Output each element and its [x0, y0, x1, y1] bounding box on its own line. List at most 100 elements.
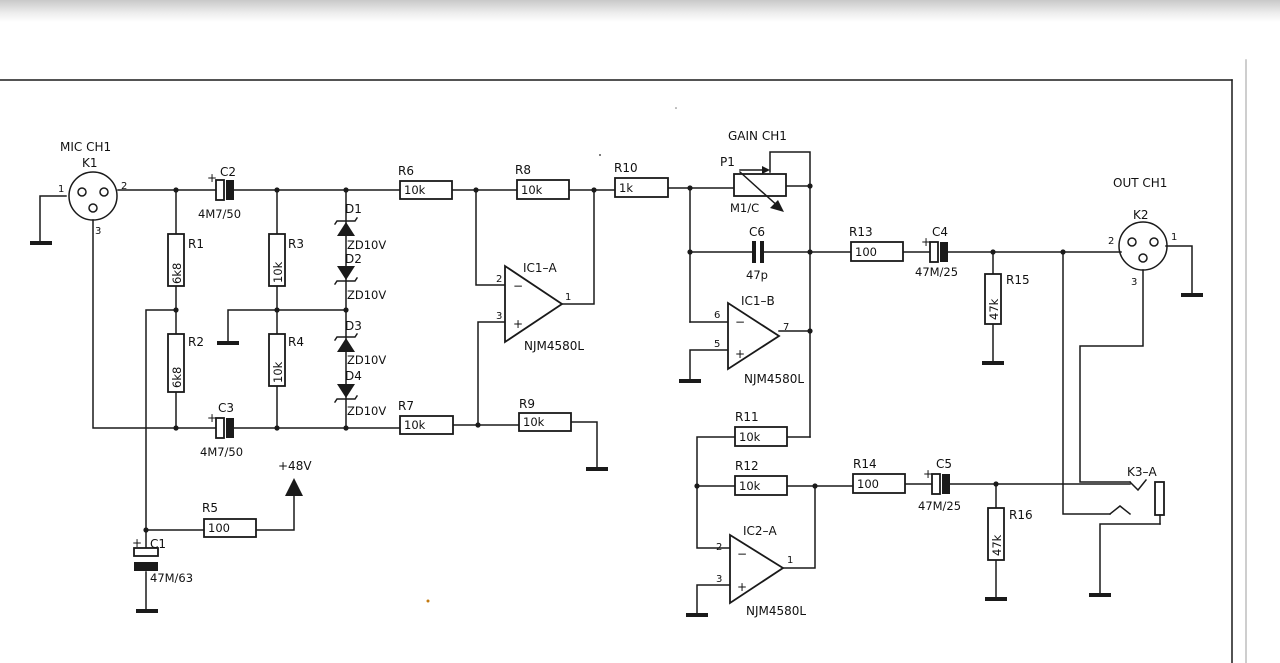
ic1a-plus: +	[513, 317, 523, 331]
d3-value: ZD10V	[347, 353, 386, 367]
ic1b-plus: +	[735, 347, 745, 361]
ic1b-pin-out: 7	[783, 322, 789, 333]
resistor-r16: 47k R16	[987, 507, 1033, 561]
ic2a-minus: −	[737, 547, 747, 561]
k1-pin2: 2	[121, 181, 127, 192]
k2-xlr-output-connector: OUT CH1 K2 2 1 3	[1108, 176, 1177, 288]
ground-icon	[985, 597, 1007, 601]
resistor-r7: 10k R7	[398, 399, 454, 435]
op-amp-icon	[504, 264, 564, 344]
capacitors: + C2 4M7/50 + C3 4M7/50 + C4 47M/25 + C5…	[132, 165, 961, 585]
d2-ref: D2	[345, 252, 362, 266]
ground-symbols	[30, 241, 1203, 617]
zener-diodes: D1 ZD10V D2 ZD10V D3 ZD10V D4 ZD10V	[333, 202, 386, 418]
r7-value: 10k	[404, 418, 426, 432]
capacitor-c3: + C3 4M7/50	[200, 401, 243, 459]
resistor-r15: 47k R15	[984, 273, 1030, 325]
r4-ref: R4	[288, 335, 304, 349]
ic2a-ref: IC2–A	[743, 524, 778, 538]
zener-d4: D4 ZD10V	[333, 369, 386, 418]
r2-ref: R2	[188, 335, 204, 349]
ground-icon	[217, 341, 239, 345]
k1-pin1: 1	[58, 184, 64, 195]
potentiometer-p1: GAIN CH1 P1 M1/C	[720, 129, 787, 215]
zener-diode-icon	[337, 222, 355, 236]
r14-value: 100	[857, 477, 879, 491]
k1-title: MIC CH1	[60, 140, 111, 154]
op-amp-icon	[729, 533, 785, 605]
c4-value: 47M/25	[915, 265, 958, 279]
r11-value: 10k	[739, 430, 761, 444]
wiper-arrow-icon	[770, 200, 784, 212]
r6-ref: R6	[398, 164, 414, 178]
zener-diode-icon	[337, 338, 355, 352]
c2-ref: C2	[220, 165, 236, 179]
scan-specks	[426, 107, 677, 603]
ic1a-part: NJM4580L	[524, 339, 584, 353]
r9-ref: R9	[519, 397, 535, 411]
r15-ref: R15	[1006, 273, 1030, 287]
c3-ref: C3	[218, 401, 234, 415]
k2-pin1: 1	[1171, 232, 1177, 243]
op-amp-ic1a: − + IC1–A NJM4580L 2 3 1	[496, 261, 584, 353]
ic1b-pin-noninv: 5	[714, 339, 720, 350]
ground-icon	[686, 613, 708, 617]
resistor-r6: 10k R6	[398, 164, 453, 200]
r8-value: 10k	[521, 183, 543, 197]
c4-plus: +	[921, 235, 931, 249]
c4-ref: C4	[932, 225, 948, 239]
c1-value: 47M/63	[150, 571, 193, 585]
p1-ref: P1	[720, 155, 735, 169]
resistor-r1: 6k8 R1	[167, 233, 204, 287]
ground-icon	[1089, 593, 1111, 597]
k3-ref: K3–A	[1127, 465, 1158, 479]
ic1a-minus: −	[513, 279, 523, 293]
c5-plus: +	[923, 467, 933, 481]
wires	[39, 151, 1193, 615]
xlr-connector-icon	[1118, 221, 1168, 271]
c3-plus: +	[207, 411, 217, 425]
ic1b-minus: −	[735, 315, 745, 329]
r16-ref: R16	[1009, 508, 1033, 522]
k1-ref: K1	[82, 156, 98, 170]
r1-value: 6k8	[170, 263, 184, 284]
p1-value: M1/C	[730, 201, 759, 215]
zener-d1: D1 ZD10V	[333, 202, 386, 252]
resistor-r10: 1k R10	[614, 161, 669, 198]
zener-diode-icon	[337, 266, 355, 280]
zener-diode-icon	[337, 384, 355, 398]
r4-value: 10k	[271, 361, 285, 383]
r5-ref: R5	[202, 501, 218, 515]
resistor-r11: 10k R11	[734, 410, 788, 447]
page-frame	[0, 59, 1247, 663]
resistor-r5: 100 R5	[202, 501, 257, 538]
r7-ref: R7	[398, 399, 414, 413]
op-amp-ic1b: − + IC1–B NJM4580L 6 5 7	[714, 294, 804, 386]
capacitor-c2: + C2 4M7/50	[198, 165, 241, 221]
ic1b-ref: IC1–B	[741, 294, 775, 308]
c2-plus: +	[207, 171, 217, 185]
ic2a-plus: +	[737, 580, 747, 594]
r2-value: 6k8	[170, 367, 184, 388]
ground-icon	[586, 467, 608, 471]
resistor-r8: 10k R8	[515, 163, 570, 200]
resistor-r13: 100 R13	[849, 225, 904, 262]
op-amps: − + IC1–A NJM4580L 2 3 1 − + IC1–B NJM45…	[496, 261, 806, 618]
ic2a-pin-out: 1	[787, 555, 793, 566]
r10-ref: R10	[614, 161, 638, 175]
ic1b-pin-inv: 6	[714, 310, 720, 321]
d1-ref: D1	[345, 202, 362, 216]
d3-ref: D3	[345, 319, 362, 333]
k2-pin2: 2	[1108, 236, 1114, 247]
d4-value: ZD10V	[347, 404, 386, 418]
r10-value: 1k	[619, 181, 633, 195]
zener-d2: D2 ZD10V	[333, 252, 386, 302]
c6-ref: C6	[749, 225, 765, 239]
ic2a-pin-inv: 2	[716, 542, 722, 553]
d2-value: ZD10V	[347, 288, 386, 302]
ground-icon	[679, 379, 701, 383]
c3-value: 4M7/50	[200, 445, 243, 459]
phantom-power-supply: +48V	[278, 459, 312, 496]
supply-label: +48V	[278, 459, 312, 473]
ground-icon	[30, 241, 52, 245]
